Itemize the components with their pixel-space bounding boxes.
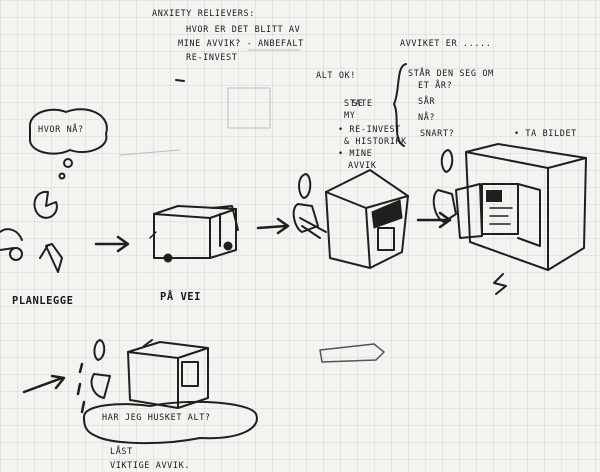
se-label: SE bbox=[352, 99, 364, 109]
inspector-figure-1 bbox=[292, 173, 327, 239]
anxiety-relievers-title: ANXIETY RELIEVERS: bbox=[152, 9, 255, 19]
arrow-1 bbox=[94, 235, 130, 253]
planning-person-figure bbox=[33, 190, 63, 273]
delivery-truck-sketch bbox=[149, 205, 239, 263]
container-sketch-1 bbox=[325, 169, 409, 269]
anxiety-item-2: MINE AVVIK? - ANBEFALT bbox=[178, 39, 304, 49]
arrow-4 bbox=[22, 374, 66, 394]
inspector-figure-2 bbox=[432, 149, 457, 223]
avviket-item-2: ET ÅR? bbox=[418, 81, 453, 91]
laptop-sketch bbox=[0, 228, 23, 261]
state-item-6: AVVIK bbox=[348, 161, 377, 171]
closed-container-sketch bbox=[127, 339, 209, 409]
ghost-marks bbox=[119, 49, 301, 156]
har-jeg-label: HAR JEG HUSKET ALT? bbox=[102, 413, 211, 423]
avviket-item-3: SÅR bbox=[418, 97, 436, 107]
arrow-3 bbox=[416, 211, 452, 229]
pa-vei-label: PÅ VEI bbox=[160, 291, 201, 303]
ta-bildet-label: • TA BILDET bbox=[514, 129, 577, 139]
avviket-item-5: SNART? bbox=[420, 129, 455, 139]
inspector-figure-3 bbox=[76, 339, 111, 414]
blank-tag-sketch bbox=[319, 343, 385, 363]
bracket-avvik bbox=[393, 63, 407, 147]
state-item-3: • RE-INVEST bbox=[338, 125, 401, 135]
dash-mark bbox=[175, 79, 185, 82]
state-item-2: MY bbox=[344, 111, 356, 121]
avviket-title: AVVIKET ER ..... bbox=[400, 39, 492, 49]
anxiety-item-3: RE-INVEST bbox=[186, 53, 238, 63]
planlegge-label: PLANLEGGE bbox=[12, 295, 74, 307]
thought-bubble-hvor-na bbox=[28, 108, 108, 180]
hvor-na-label: HVOR NÅ? bbox=[38, 125, 84, 135]
state-item-5: • MINE bbox=[338, 149, 373, 159]
avviket-item-1: STÅR DEN SEG OM bbox=[408, 69, 494, 79]
avviket-item-4: NÅ? bbox=[418, 113, 436, 123]
speech-bubble-har-jeg bbox=[83, 400, 258, 445]
bottom-item-2: VIKTIGE AVVIK. bbox=[110, 461, 191, 471]
state-item-1: STATE bbox=[344, 99, 373, 109]
arrow-2 bbox=[256, 217, 290, 235]
alt-ok-label: ALT OK! bbox=[316, 71, 357, 81]
state-item-4: & HISTORIKK bbox=[344, 137, 407, 147]
anxiety-item-1: HVOR ER DET BLITT AV bbox=[186, 25, 301, 35]
open-container-photo-sketch bbox=[455, 143, 587, 295]
bottom-item-1: LÅST bbox=[110, 447, 133, 457]
